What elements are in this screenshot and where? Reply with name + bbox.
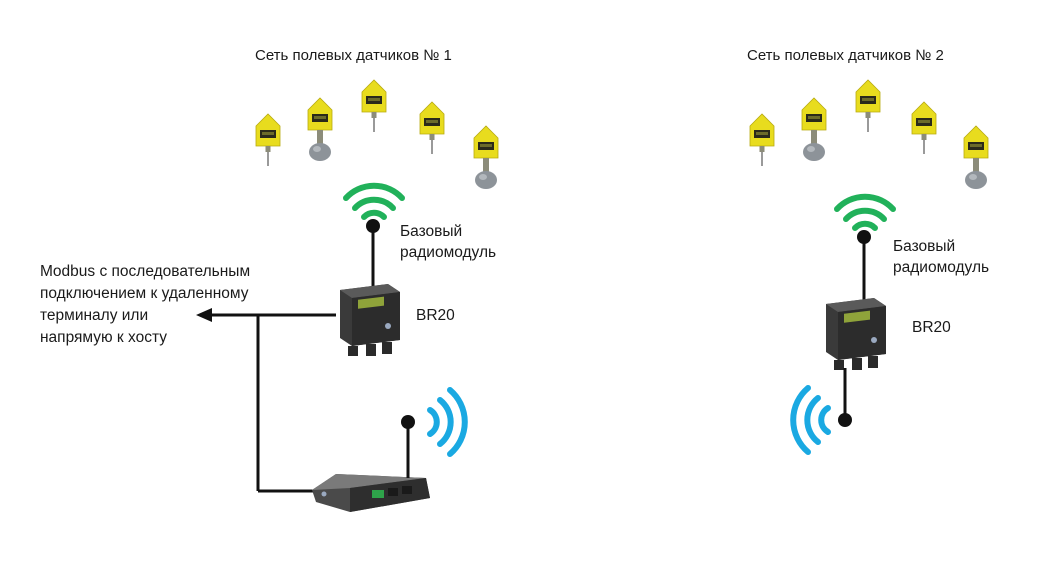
modbus-text-line1: Modbus с последовательным <box>40 263 251 280</box>
base-module-label-1a: Базовый <box>400 223 463 240</box>
wireless-signal-icon <box>343 182 405 220</box>
base-module-label-1b: радиомодуль <box>400 244 497 261</box>
modbus-text-line2: подключением к удаленному <box>40 285 249 302</box>
base-radio-module-icon <box>826 298 886 370</box>
wireless-signal-icon <box>834 193 896 231</box>
base-module-label-2b: радиомодуль <box>893 259 990 276</box>
antenna-node <box>857 230 871 244</box>
modbus-text-line4: напрямую к хосту <box>40 329 167 346</box>
field-sensor-icon <box>855 79 881 133</box>
modbus-text-line3: терминалу или <box>40 307 149 324</box>
network-2-title: Сеть полевых датчиков № 2 <box>747 47 944 64</box>
field-sensor-icon <box>749 113 775 167</box>
wireless-signal-icon <box>790 385 831 455</box>
field-sensor-icon <box>963 125 989 190</box>
field-sensor-icon <box>473 125 499 190</box>
antenna-node <box>366 219 380 233</box>
modbus-connection <box>208 313 336 493</box>
base-radio-module-icon <box>340 284 400 356</box>
sensor-cluster-1 <box>255 79 499 190</box>
base-module-label-2a: Базовый <box>893 238 956 255</box>
field-sensor-icon <box>255 113 281 167</box>
field-sensor-icon <box>911 101 937 155</box>
antenna-node <box>401 415 415 429</box>
gateway-router-icon <box>312 474 430 512</box>
field-sensor-icon <box>307 97 333 162</box>
field-sensor-icon <box>801 97 827 162</box>
device-label-2: BR20 <box>912 319 951 336</box>
device-label-1: BR20 <box>416 307 455 324</box>
antenna-node <box>838 413 852 427</box>
field-sensor-icon <box>361 79 387 133</box>
network-1-title: Сеть полевых датчиков № 1 <box>255 47 452 64</box>
field-sensor-icon <box>419 101 445 155</box>
wireless-signal-icon <box>427 387 468 457</box>
sensor-cluster-2 <box>749 79 989 190</box>
arrow-head <box>196 308 212 322</box>
